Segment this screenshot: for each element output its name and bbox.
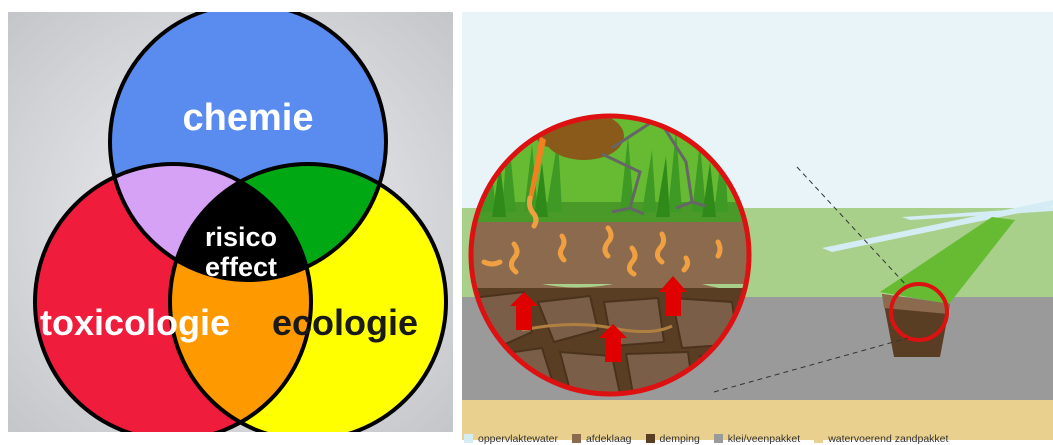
legend-swatch: [572, 434, 581, 443]
venn-svg: chemie risico effect toxicologie ecologi…: [8, 12, 453, 432]
legend-swatch: [814, 434, 823, 443]
legend-label: oppervlaktewater: [478, 433, 558, 445]
legend-item: afdeklaag: [572, 433, 632, 445]
legend-label: klei/veenpakket: [728, 433, 800, 445]
legend-item: watervoerend zandpakket: [814, 433, 948, 445]
soil-svg: [462, 12, 1053, 440]
legend-swatch: [464, 434, 473, 443]
legend-swatch: [714, 434, 723, 443]
label-effect: effect: [205, 252, 277, 282]
legend-swatch: [646, 434, 655, 443]
legend-item: klei/veenpakket: [714, 433, 800, 445]
label-toxicologie: toxicologie: [40, 302, 230, 343]
legend: oppervlaktewater afdeklaag demping klei/vee…: [462, 432, 1053, 445]
legend-label: demping: [660, 433, 700, 445]
legend-label: watervoerend zandpakket: [828, 433, 948, 445]
legend-item: oppervlaktewater: [464, 433, 558, 445]
venn-diagram: chemie risico effect toxicologie ecologi…: [8, 12, 453, 432]
legend-label: afdeklaag: [586, 433, 632, 445]
soil-illustration: [462, 12, 1053, 440]
label-chemie: chemie: [183, 97, 314, 139]
label-risico: risico: [205, 222, 277, 252]
label-ecologie: ecologie: [272, 302, 418, 343]
legend-item: demping: [646, 433, 700, 445]
